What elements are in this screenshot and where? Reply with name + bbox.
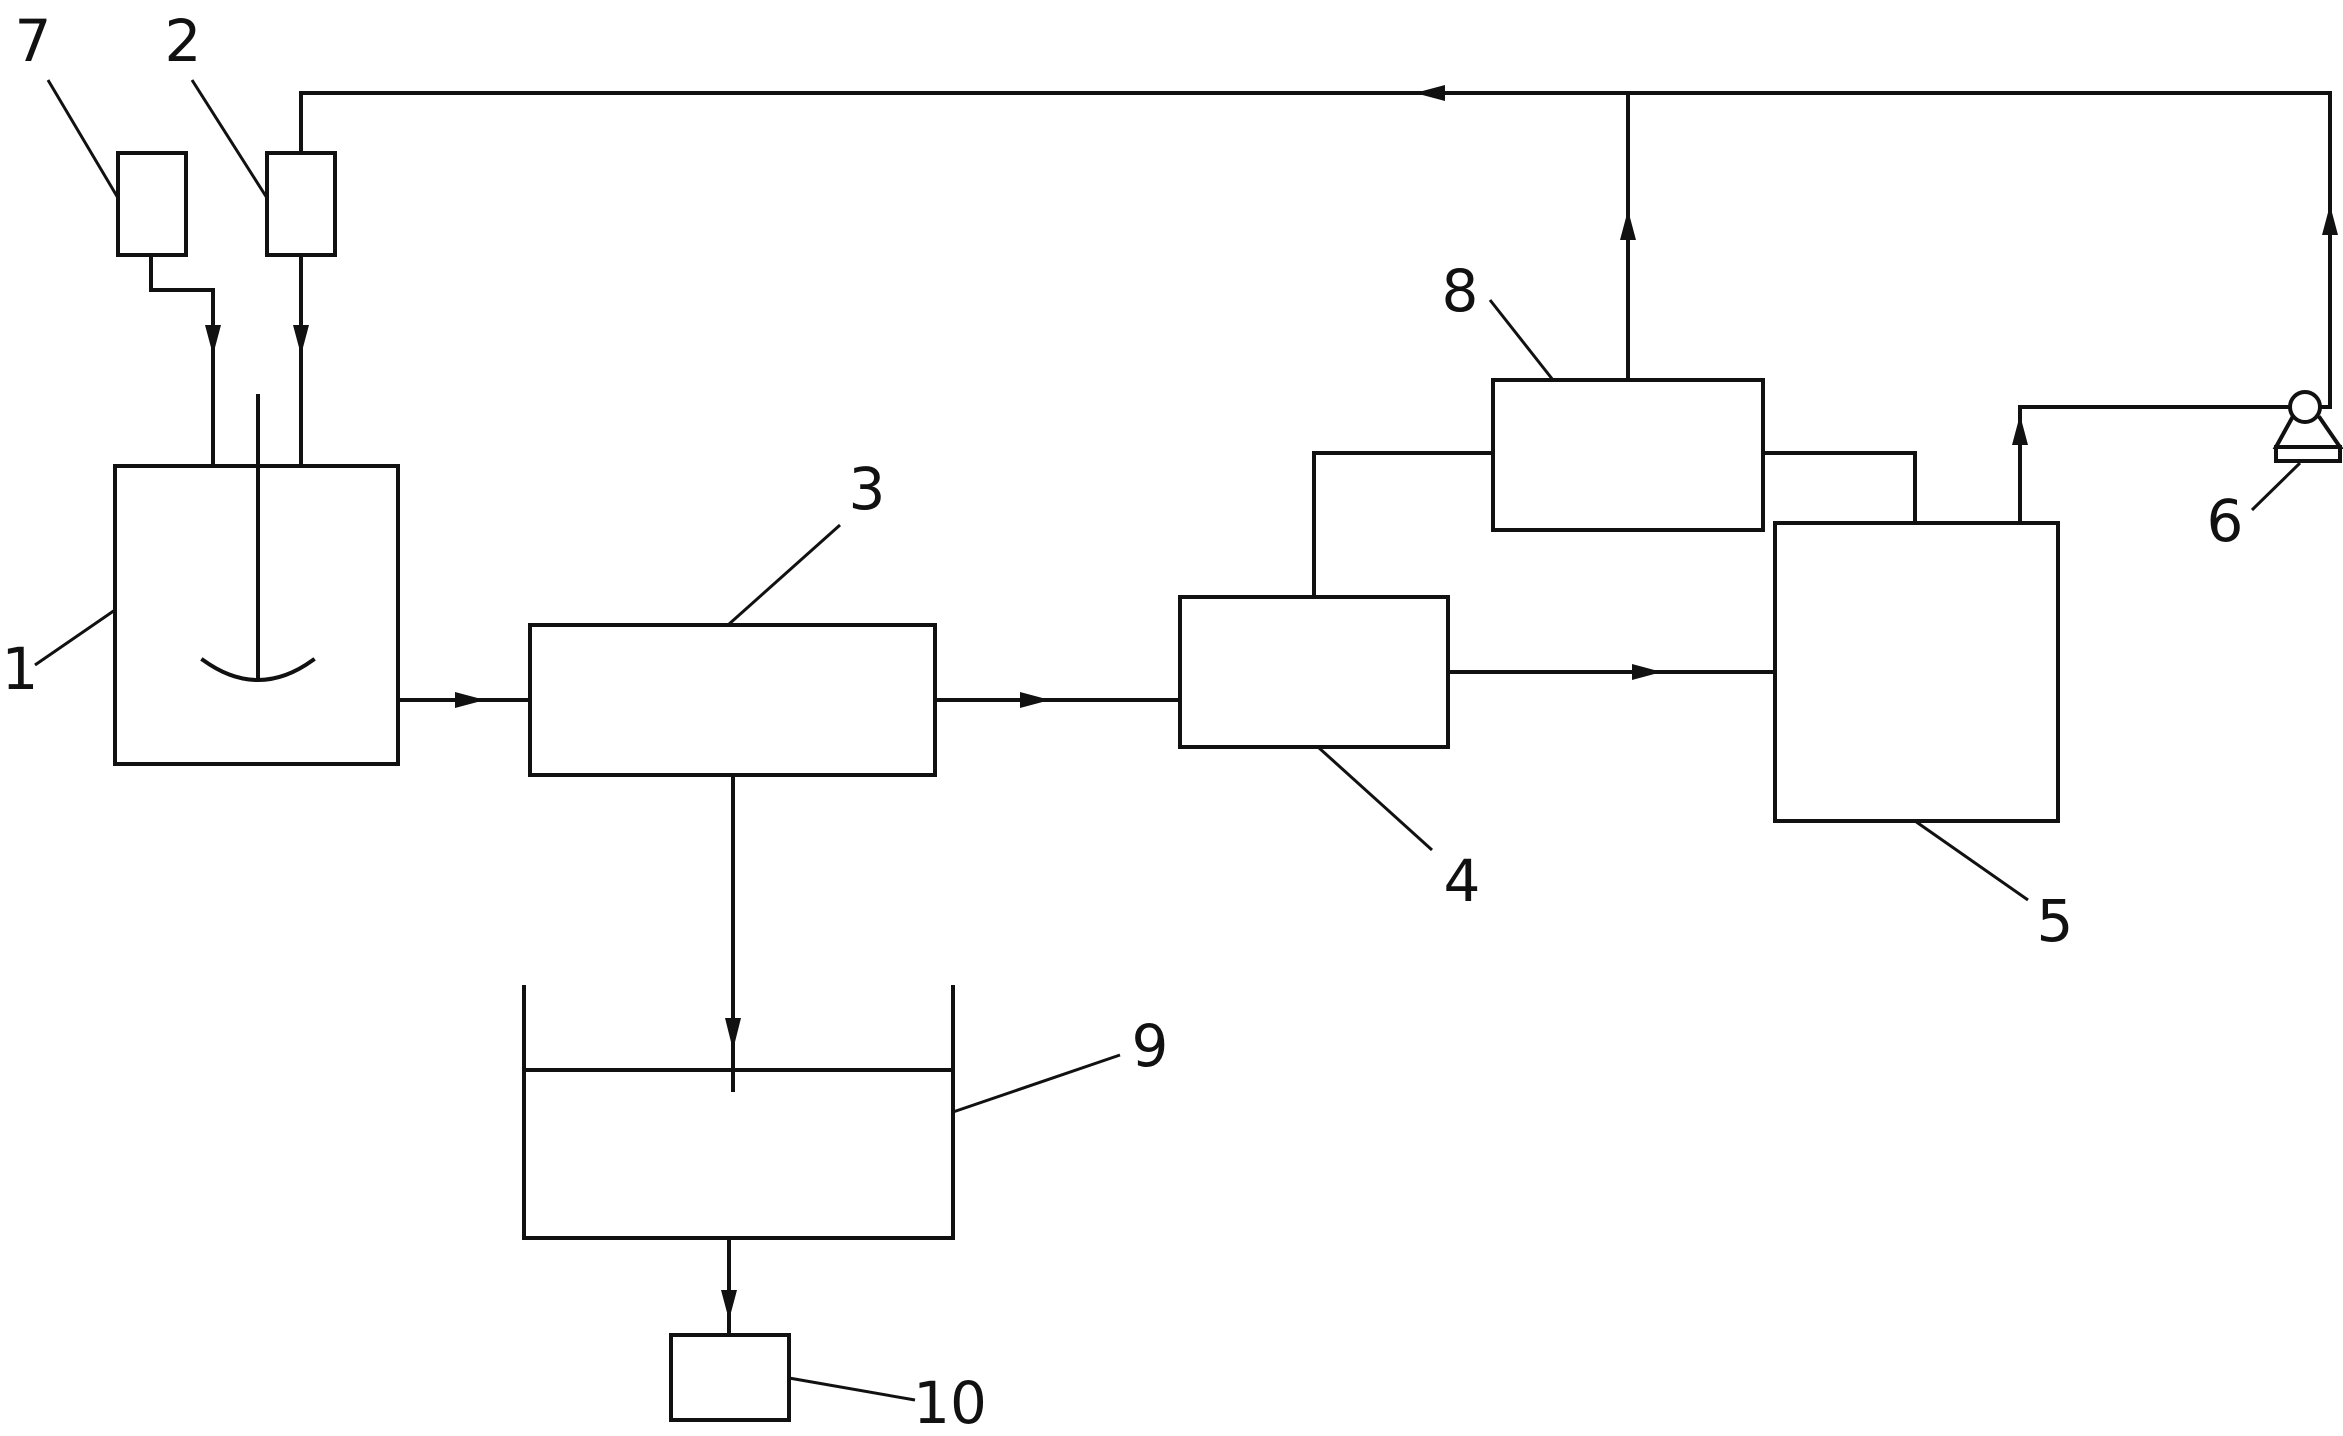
leader-10 [788, 1376, 916, 1402]
arrow-2-down [293, 325, 309, 355]
label-7: 7 [15, 7, 52, 75]
leader-1 [34, 608, 116, 667]
unit-10 [669, 1333, 791, 1422]
pipe-return-to-2 [299, 91, 2332, 155]
leader-6 [2250, 461, 2302, 512]
arrow-5-up [2012, 415, 2028, 445]
leader-8 [1488, 299, 1555, 381]
unit-9-open-tank [522, 985, 955, 1240]
pipe-7-to-1 [149, 253, 215, 468]
label-2: 2 [165, 7, 202, 75]
arrow-3-to-4 [1020, 692, 1050, 708]
number-labels: 1 2 3 4 5 6 7 8 9 10 [2, 7, 2244, 1436]
leader-7 [46, 79, 120, 199]
label-9: 9 [1132, 1012, 1169, 1080]
label-4: 4 [1444, 847, 1481, 915]
pipe-8-to-5 [1761, 451, 1917, 525]
arrow-4-to-5 [1632, 664, 1662, 680]
unit-5 [1773, 521, 2060, 823]
label-10: 10 [913, 1369, 987, 1436]
label-3: 3 [849, 455, 886, 523]
label-6: 6 [2207, 487, 2244, 555]
arrow-7-down [205, 325, 221, 355]
pipe-4-to-8 [1312, 451, 1495, 599]
arrow-8-up [1620, 210, 1636, 240]
unit-4 [1178, 595, 1450, 749]
arrow-3-to-9 [725, 1018, 741, 1050]
arrow-6-up [2322, 205, 2338, 235]
flow-arrows [205, 85, 2338, 1320]
label-1: 1 [2, 635, 39, 703]
arrow-9-to-10 [721, 1290, 737, 1320]
leader-4 [1316, 745, 1434, 852]
piping [149, 91, 2332, 1337]
unit-7-dosing-box [116, 151, 188, 257]
label-8: 8 [1442, 257, 1479, 325]
arrow-1-to-3 [455, 692, 485, 708]
arrow-return-left [1415, 85, 1445, 101]
pipe-5-to-6 [2018, 405, 2292, 525]
label-5: 5 [2037, 887, 2074, 955]
unit-2-dosing-box [265, 151, 337, 257]
unit-8 [1491, 378, 1765, 532]
leader-9 [952, 1053, 1121, 1114]
leader-3 [727, 523, 841, 627]
agitator-icon [200, 394, 316, 682]
leader-2 [190, 79, 269, 199]
leader-5 [1914, 819, 2029, 902]
unit-1-reactor [113, 394, 400, 766]
unit-3 [528, 623, 937, 777]
leader-lines [34, 79, 2302, 1402]
